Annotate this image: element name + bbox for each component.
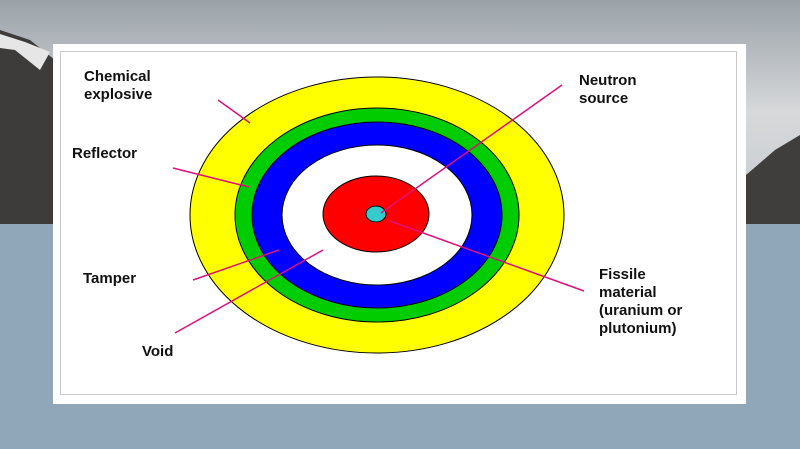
reflector-leader xyxy=(172,167,250,188)
chemical-explosive-label: Chemical explosive xyxy=(84,68,153,103)
void-leader xyxy=(174,249,324,334)
void-label: Void xyxy=(142,343,174,360)
mountain-right xyxy=(746,135,800,224)
tamper-label: Tamper xyxy=(83,270,137,287)
mountain-left-snow xyxy=(0,34,50,70)
slide-panel: Chemical explosive Reflector Tamper Void… xyxy=(53,44,746,404)
chemical-explosive-leader xyxy=(217,99,251,124)
reflector-label: Reflector xyxy=(72,145,138,162)
implosion-device-diagram xyxy=(172,76,585,354)
neutron-source-label: Neutron source xyxy=(579,72,637,107)
neutron-source-core xyxy=(365,205,387,223)
mountain-left xyxy=(0,30,55,224)
neutron-source-leader xyxy=(380,84,563,214)
slide-frame xyxy=(60,51,737,395)
fissile-material-leader xyxy=(389,220,585,292)
tamper-leader xyxy=(192,249,280,281)
fissile-material-label: Fissile material (uranium or plutonium) xyxy=(599,266,683,337)
